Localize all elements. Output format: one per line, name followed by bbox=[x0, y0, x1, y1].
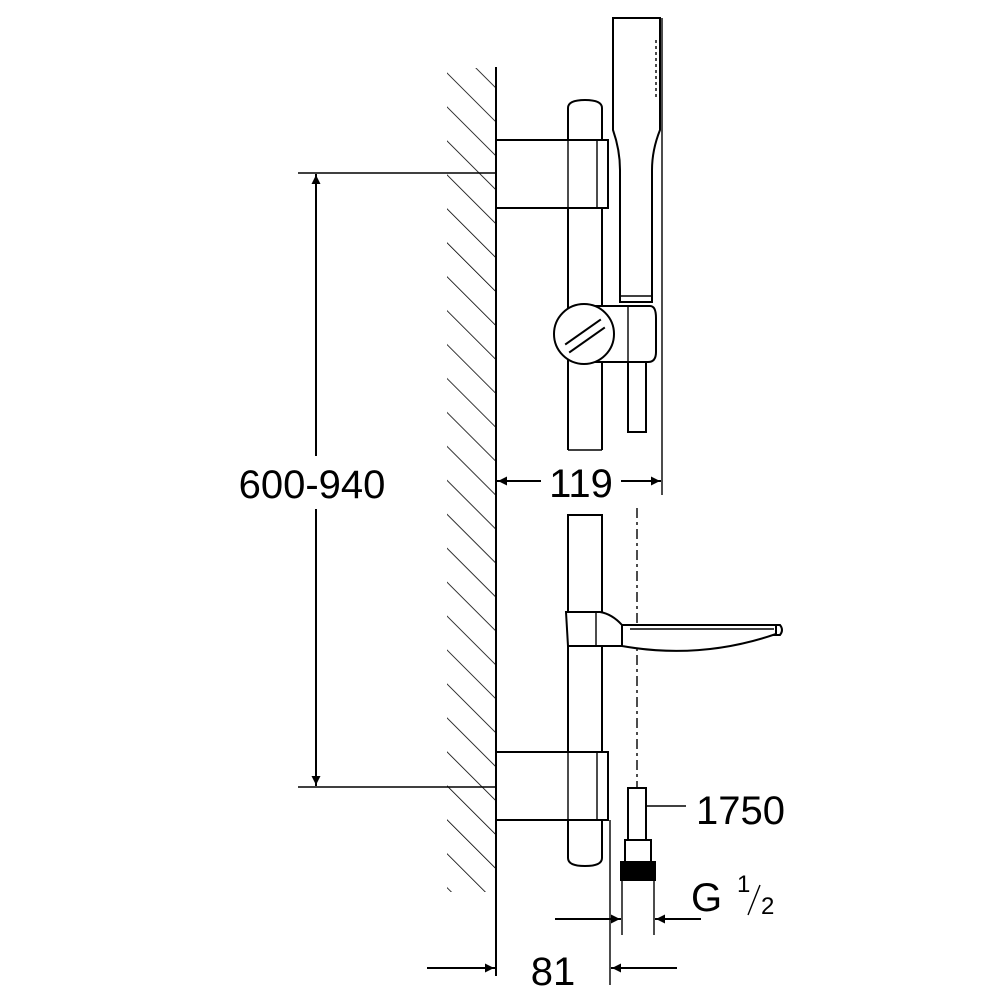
upper-wall-bracket bbox=[495, 139, 609, 209]
thread-letter: G bbox=[691, 876, 722, 920]
wall-hatching bbox=[447, 68, 496, 892]
handshower bbox=[612, 17, 661, 303]
shower-hose bbox=[627, 361, 647, 790]
dimension-rail-spacing: 600-940 bbox=[239, 172, 496, 788]
handshower-holder bbox=[553, 303, 657, 365]
dimension-wall-offset: 81 bbox=[427, 820, 677, 994]
dimension-handshower-offset: 119 bbox=[497, 18, 663, 506]
handshower-offset-label: 119 bbox=[549, 462, 613, 506]
hose-nut bbox=[620, 861, 656, 881]
hose-length-label: 1750 bbox=[696, 789, 785, 833]
wall bbox=[447, 67, 497, 976]
hose-connection bbox=[620, 787, 656, 935]
thread-numerator: 1 bbox=[737, 871, 750, 898]
lower-wall-bracket bbox=[495, 751, 609, 821]
holder-knob bbox=[553, 303, 615, 365]
wall-offset-label: 81 bbox=[531, 950, 576, 994]
dimension-hose-length: 1750 bbox=[646, 789, 785, 833]
thread-denominator: 2 bbox=[761, 893, 774, 920]
soap-dish bbox=[564, 611, 783, 652]
dimension-connection-thread: G 1 2 bbox=[555, 871, 774, 924]
rail-spacing-label: 600-940 bbox=[239, 463, 386, 507]
